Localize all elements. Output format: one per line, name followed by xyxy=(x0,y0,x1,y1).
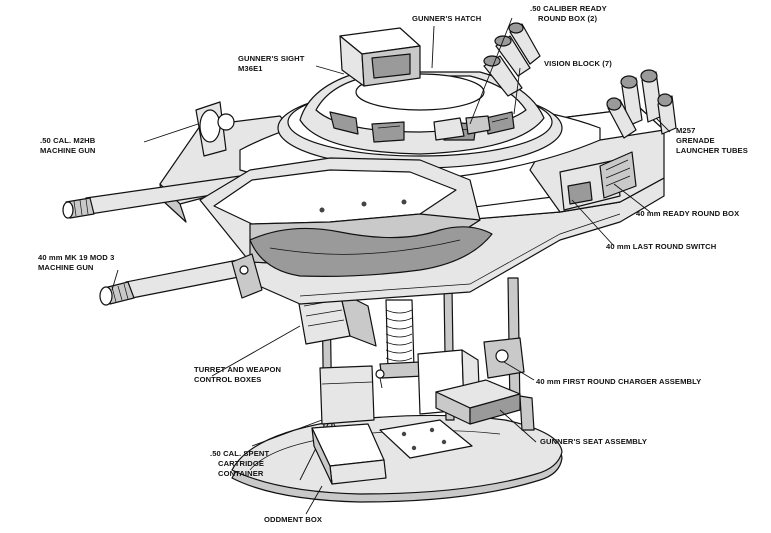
label-last-round-switch: 40 mm LAST ROUND SWITCH xyxy=(606,242,716,251)
ready-round-box-40mm xyxy=(559,151,637,211)
label-ready-round-box-50-line1: .50 CALIBER READY xyxy=(530,4,607,13)
m2hb-machine-gun xyxy=(62,175,245,219)
label-m2hb-line2: MACHINE GUN xyxy=(40,146,96,155)
label-mk19-line2: MACHINE GUN xyxy=(38,263,94,272)
label-spent-cartridge-line3: CONTAINER xyxy=(218,469,264,478)
label-spent-cartridge-line1: .50 CAL. SPENT xyxy=(210,449,269,458)
label-gunners-seat: GUNNER'S SEAT ASSEMBLY xyxy=(540,437,647,446)
label-ready-round-box-50-line2: ROUND BOX (2) xyxy=(538,14,597,23)
label-turret-boxes-line2: CONTROL BOXES xyxy=(194,375,261,384)
callout-labels: GUNNER'S HATCH .50 CALIBER READY ROUND B… xyxy=(38,4,748,524)
label-first-round-charger: 40 mm FIRST ROUND CHARGER ASSEMBLY xyxy=(536,377,701,386)
label-turret-boxes-line1: TURRET AND WEAPON xyxy=(194,365,281,374)
turret-basket xyxy=(231,277,563,503)
mk19-machine-gun xyxy=(99,253,263,306)
label-gunners-hatch: GUNNER'S HATCH xyxy=(412,14,481,23)
label-ready-round-box-40mm: 40 mm READY ROUND BOX xyxy=(636,209,739,218)
label-m2hb-line1: .50 CAL. M2HB xyxy=(40,136,96,145)
label-m257-line1: M257 xyxy=(676,126,695,135)
label-spent-cartridge-line2: CARTRIDGE xyxy=(218,459,264,468)
leader-lines xyxy=(111,17,671,515)
turret-front xyxy=(199,157,493,277)
label-gunners-sight-line2: M36E1 xyxy=(238,64,263,73)
label-vision-block: VISION BLOCK (7) xyxy=(544,59,612,68)
label-mk19-line1: 40 mm MK 19 MOD 3 xyxy=(38,253,114,262)
label-oddment-box: ODDMENT BOX xyxy=(264,515,322,524)
upper-tubes xyxy=(195,22,677,157)
label-gunners-sight-line1: GUNNER'S SIGHT xyxy=(238,54,305,63)
label-m257-line2: GRENADE xyxy=(676,136,715,145)
label-m257-line3: LAUNCHER TUBES xyxy=(676,146,748,155)
